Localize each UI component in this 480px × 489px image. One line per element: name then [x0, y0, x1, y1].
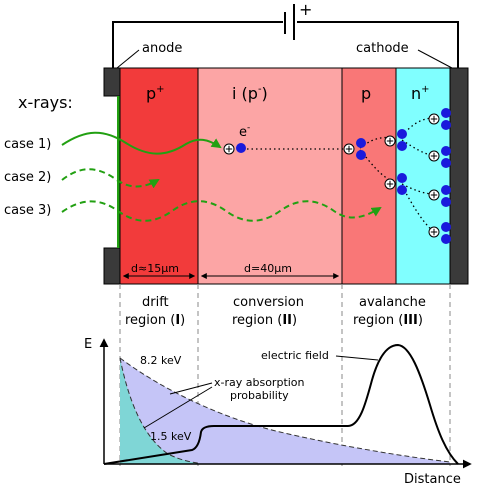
absorption-label-line1: x-ray absorption	[214, 376, 305, 389]
anode-contact-bottom	[103, 247, 121, 285]
hole-icon	[428, 113, 440, 125]
anode-pointer	[116, 49, 140, 69]
xray-path-case-3	[61, 200, 382, 222]
drift-region-line1: drift	[142, 295, 169, 310]
avalanche-region-line1: avalanche	[359, 295, 426, 310]
electron-icon	[356, 150, 366, 160]
absorption-pointer-low	[143, 386, 213, 429]
xray-path-case-2	[61, 168, 160, 189]
circuit-wire	[112, 21, 459, 68]
electron-icon	[441, 185, 451, 195]
xray-path-case-1	[61, 131, 222, 155]
absorption-area-low-energy	[120, 358, 198, 464]
electron-icon	[441, 234, 451, 244]
hole-icon	[384, 178, 396, 190]
electric-field-curve	[103, 343, 459, 465]
electron-icon	[441, 197, 451, 207]
hole-icon-conversion	[223, 143, 235, 155]
electron-icon	[441, 158, 451, 168]
layer-label-p: p	[361, 84, 371, 103]
layer-label-n-plus: n+	[411, 84, 430, 103]
hole-icon	[428, 189, 440, 201]
layer-label-intrinsic: i (p-)	[232, 84, 268, 103]
electron-icon	[441, 120, 451, 130]
absorption-curve-low-energy	[119, 357, 199, 464]
drift-width-label: d≈15μm	[131, 262, 179, 275]
electron-icon	[397, 141, 407, 151]
battery-symbol	[284, 4, 295, 40]
hole-icon	[343, 143, 355, 155]
conversion-region-line2: region (II)	[232, 313, 297, 328]
xrays-title: x-rays:	[18, 93, 73, 112]
energy-high-label: 8.2 keV	[140, 354, 182, 367]
y-axis-label: E	[84, 337, 92, 352]
energy-low-label: 1.5 keV	[150, 430, 192, 443]
conversion-width-label: d=40μm	[244, 262, 292, 275]
layer-label-p-plus: p+	[146, 84, 165, 103]
cathode-label: cathode	[356, 41, 409, 56]
case-3-label: case 3)	[4, 203, 51, 218]
field-label: electric field	[261, 349, 329, 362]
electron-icon	[356, 138, 366, 148]
case-1-label: case 1)	[4, 137, 51, 152]
anode-contact-top	[103, 67, 121, 97]
absorption-area-high-energy	[120, 358, 450, 464]
hole-icon	[428, 226, 440, 238]
cathode-pointer	[417, 49, 453, 69]
hole-icon	[384, 135, 396, 147]
electron-icon	[397, 173, 407, 183]
cathode-contact	[449, 67, 469, 285]
electron-icon	[441, 108, 451, 118]
battery-plus-sign: +	[299, 0, 312, 19]
layer-p	[341, 67, 397, 285]
anode-window	[117, 96, 121, 248]
drift-region-line2: region (I)	[125, 313, 185, 328]
absorption-curve-high-energy	[119, 357, 451, 463]
electron-icon	[397, 185, 407, 195]
layer-p-plus	[119, 67, 199, 285]
conversion-region-line1: conversion	[233, 295, 304, 310]
anode-label: anode	[142, 41, 182, 56]
field-label-pointer	[335, 355, 379, 361]
layer-intrinsic	[197, 67, 343, 285]
case-2-label: case 2)	[4, 170, 51, 185]
electron-icon-conversion	[236, 143, 246, 153]
x-axis-label: Distance	[404, 472, 461, 487]
hole-icon	[428, 150, 440, 162]
electron-icon	[397, 129, 407, 139]
electron-icon	[441, 222, 451, 232]
electron-icon	[441, 146, 451, 156]
absorption-pointer-high	[169, 382, 213, 395]
absorption-label-line2: probability	[230, 389, 289, 402]
electron-label: e-	[239, 123, 250, 140]
avalanche-region-line2: region (III)	[353, 313, 423, 328]
